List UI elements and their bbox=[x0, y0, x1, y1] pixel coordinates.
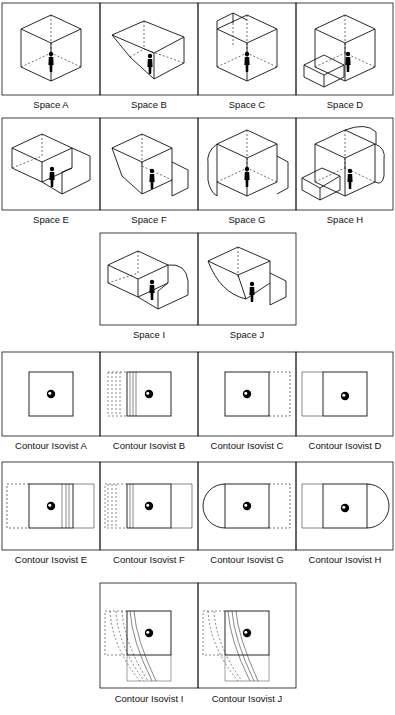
panel-caption: Contour Isovist B bbox=[113, 441, 185, 451]
panel-caption: Space D bbox=[327, 100, 363, 110]
panel-caption: Contour Isovist C bbox=[211, 441, 284, 451]
panel-caption: Contour Isovist I bbox=[115, 694, 184, 704]
panel-caption: Space I bbox=[133, 330, 165, 340]
panel-caption: Space A bbox=[33, 100, 68, 110]
panel-caption: Contour Isovist H bbox=[309, 555, 382, 565]
panel-caption: Space E bbox=[33, 215, 69, 225]
panel-caption: Space B bbox=[131, 100, 167, 110]
panel-caption: Contour Isovist E bbox=[15, 555, 87, 565]
panel-caption: Contour Isovist D bbox=[309, 441, 382, 451]
panel-caption: Contour Isovist J bbox=[212, 694, 283, 704]
panel-caption: Contour Isovist A bbox=[15, 441, 87, 451]
panel-caption: Space F bbox=[131, 215, 166, 225]
panel-caption: Space G bbox=[229, 215, 266, 225]
panel-caption: Space C bbox=[229, 100, 265, 110]
panel-caption: Space J bbox=[230, 330, 264, 340]
panel-caption: Contour Isovist F bbox=[113, 555, 185, 565]
panel-caption: Space H bbox=[327, 215, 363, 225]
panel-caption: Contour Isovist G bbox=[210, 555, 283, 565]
